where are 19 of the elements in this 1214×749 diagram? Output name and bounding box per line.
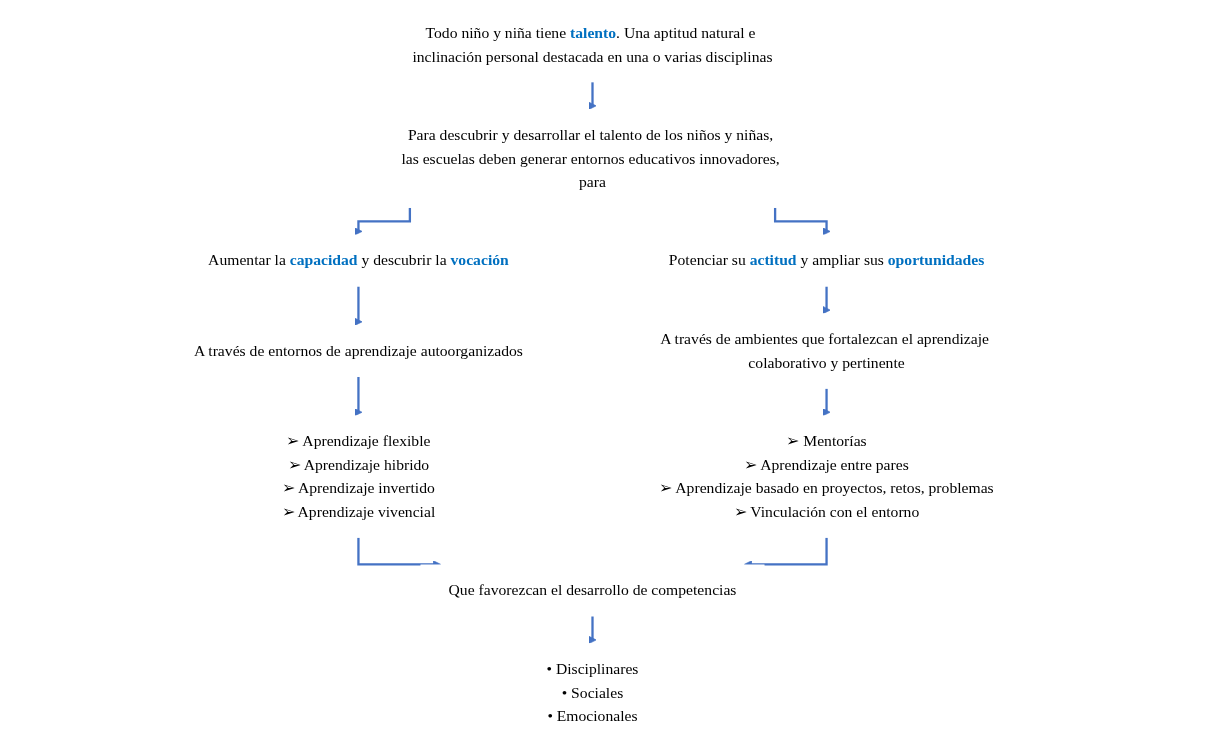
arrow: [822, 388, 831, 417]
arrow: [588, 616, 597, 644]
node-text: • Disciplinares • Sociales • Emocionales: [546, 660, 639, 725]
arrow: [354, 286, 363, 326]
node-text: Que favorezcan el desarrollo de competencias: [448, 581, 737, 599]
arrow: [354, 207, 412, 236]
node-text: Para descubrir y desarrollar el talento de los niños y niñas, las escuelas deben generar entornos educativos innovadores, para: [401, 126, 780, 191]
node-text: Todo niño y niña tiene talento. Una aptitud natural e inclinación personal destacada en una o varias disciplinas: [412, 23, 773, 65]
node-text: ➢ Aprendizaje flexible ➢ Aprendizaje hibrido ➢ Aprendizaje invertido ➢ Aprendizaje vivencial: [281, 432, 436, 521]
flowchart: Todo niño y niña tiene talento. Una aptitud natural e inclinación personal destacada en una o varias disciplinas Para descubrir y desarrollar el talento de los niños y niñas, las escuelas deben generar entornos educativos innovadores, para Aumentar la capacidad y descubrir la vocación Potenciar su actitud y ampliar sus oportunidades A través de entornos de aprendizaje autoorganizados A través de ambientes que fortalezcan el aprendizaje colaborativo y pertinente ➢ Aprendizaje flexible ➢ Aprendizaje hibrido ➢ Aprendizaje invertido ➢ Aprendizaje vivencial ➢ Mentorías ➢ Aprendizaje entre pares ➢ Aprendizaje basado en proyectos, retos, problemas ➢ Vinculación con el entorno Que favorezcan el desarrollo de competencias • Disciplinares • Sociales • Emocionales: [159, 0, 1055, 749]
arrow: [588, 81, 597, 110]
arrow: [774, 207, 831, 236]
arrow: [354, 376, 363, 417]
arrow: [822, 286, 831, 315]
node-text: ➢ Mentorías ➢ Aprendizaje entre pares ➢ Aprendizaje basado en proyectos, retos, problemas ➢ Vinculación con el entorno: [659, 432, 994, 521]
node-text: Potenciar su actitud y ampliar sus oportunidades: [668, 251, 985, 270]
node-text: Aumentar la capacidad y descubrir la vocación: [208, 251, 509, 270]
node-text: A través de ambientes que fortalezcan el aprendizaje colaborativo y pertinente: [660, 330, 990, 372]
node-text: A través de entornos de aprendizaje autoorganizados: [194, 342, 524, 360]
